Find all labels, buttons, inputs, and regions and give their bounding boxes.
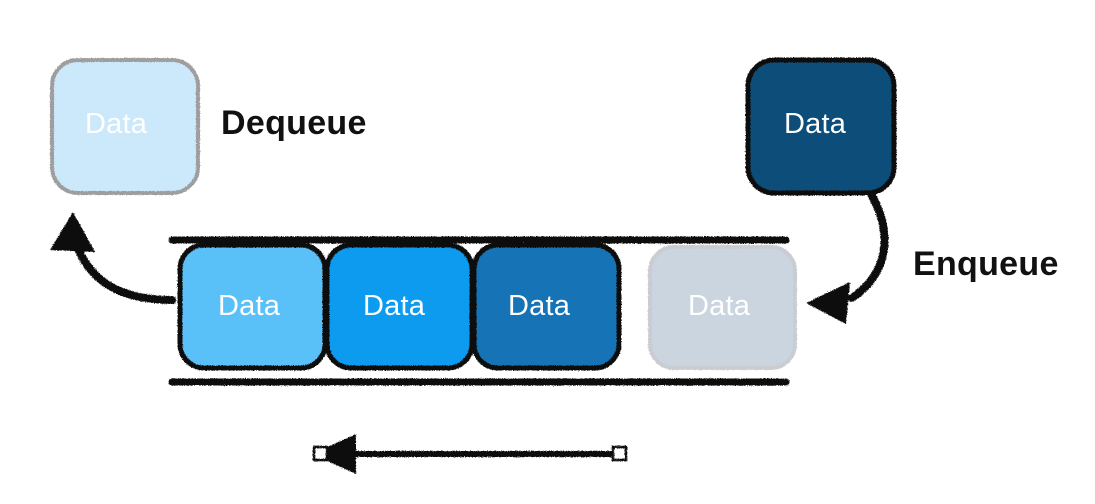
queue-rails bbox=[168, 236, 790, 386]
dequeue-arrow bbox=[50, 212, 176, 304]
incoming-data-box bbox=[745, 57, 897, 196]
queue-slot-1 bbox=[324, 242, 475, 371]
enqueue-arrow bbox=[806, 192, 889, 324]
queue-slot-2 bbox=[471, 242, 622, 371]
dequeued-data-box bbox=[50, 58, 200, 195]
queue-slot-0 bbox=[177, 242, 328, 371]
queue-slot-3 bbox=[648, 245, 797, 370]
dequeue-operation-label: Dequeue bbox=[221, 104, 367, 142]
flow-arrow bbox=[312, 434, 628, 474]
enqueue-operation-label: Enqueue bbox=[913, 245, 1059, 283]
